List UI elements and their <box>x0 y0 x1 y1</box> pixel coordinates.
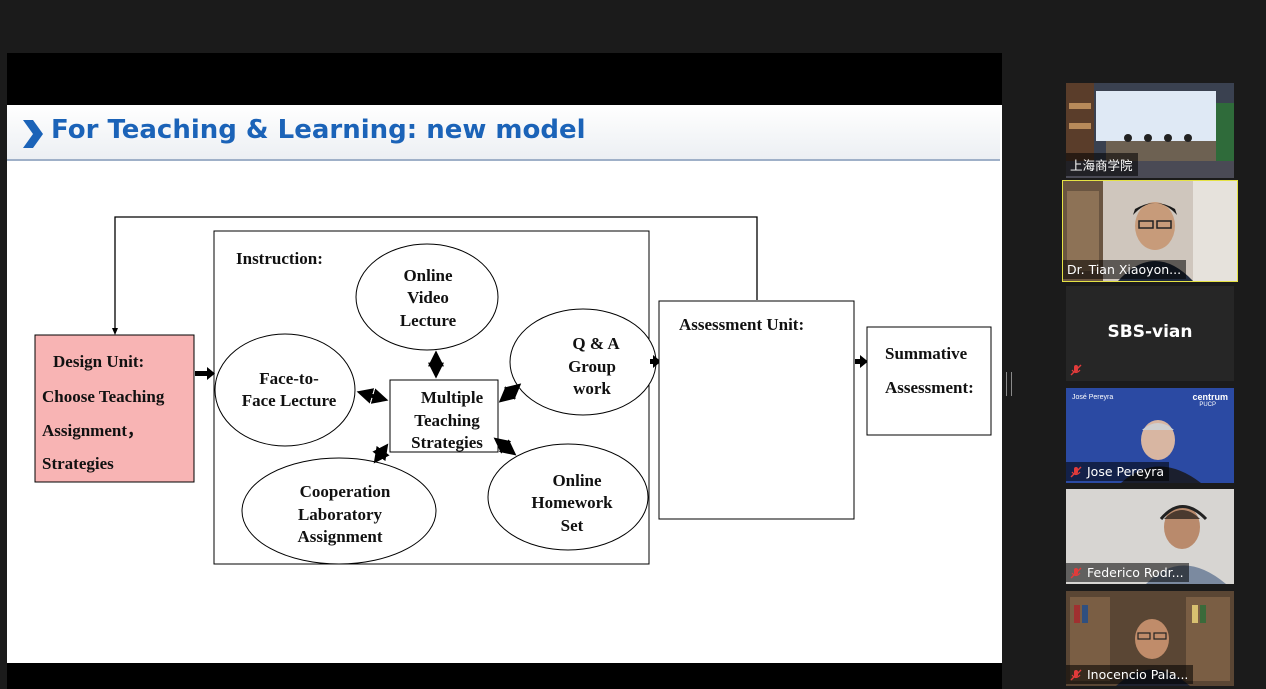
assessment-unit-box <box>658 300 855 520</box>
summative-line-1: Summative <box>885 344 968 363</box>
overlay-logo: centrum <box>1192 392 1228 402</box>
face-to-face-line-1: Face-to- <box>259 369 319 388</box>
panel-resize-handle[interactable] <box>1006 372 1012 396</box>
qa-line-1: Q & A <box>572 334 620 353</box>
participant-tile[interactable]: SBS-vian <box>1066 286 1234 381</box>
center-line-3: Strategies <box>411 433 483 452</box>
design-unit-heading: Design Unit: <box>53 352 144 371</box>
instruction-box <box>213 230 650 565</box>
online-video-line-1: Online <box>403 266 453 285</box>
participant-tile-active-speaker[interactable]: Dr. Tian Xiaoyon... <box>1062 180 1238 282</box>
design-unit-line-2: Assignment， <box>42 421 144 440</box>
face-to-face-line-2: Face Lecture <box>242 391 337 410</box>
cooperation-line-1: Cooperation <box>300 482 391 501</box>
strategy-arrows <box>356 350 522 464</box>
center-line-2: Teaching <box>414 411 480 430</box>
slide-title-bar: For Teaching & Learning: new model <box>7 105 1000 161</box>
online-video-line-3: Lecture <box>400 311 457 330</box>
arrow-assessment-to-summative <box>855 355 868 368</box>
participant-name-row: Jose Pereyra <box>1066 462 1170 481</box>
muted-microphone-icon <box>1070 669 1082 681</box>
center-line-1: Multiple <box>421 388 484 407</box>
assessment-unit-label: Assessment Unit: <box>679 315 804 334</box>
summative-line-2: Assessment: <box>885 378 974 397</box>
participant-tile[interactable]: José Pereyra centrum PUCP Jose Pereyra <box>1066 388 1234 483</box>
overlay-logo-sub: PUCP <box>1199 402 1216 408</box>
arrow-design-to-instruction <box>195 367 215 380</box>
face-to-face-lecture-node <box>214 333 356 447</box>
muted-microphone-icon <box>1070 466 1082 478</box>
homework-line-3: Set <box>561 516 584 535</box>
cooperation-line-3: Assignment <box>297 527 382 546</box>
participant-name: Dr. Tian Xiaoyon... <box>1063 260 1187 279</box>
presentation-slide: For Teaching & Learning: new model Desig… <box>7 105 1002 663</box>
summative-assessment-box <box>866 326 992 436</box>
cooperation-laboratory-node <box>241 457 437 565</box>
design-unit-line-1: Choose Teaching <box>42 387 165 406</box>
online-video-lecture-node <box>355 243 499 351</box>
slide-title: For Teaching & Learning: new model <box>51 115 586 145</box>
online-video-line-2: Video <box>407 288 449 307</box>
feedback-loop-arrow <box>112 216 758 335</box>
cooperation-line-2: Laboratory <box>298 505 383 524</box>
participant-display-name: SBS-vian <box>1107 322 1193 342</box>
multiple-teaching-strategies-box <box>389 379 499 453</box>
participant-name: Federico Rodr... <box>1087 565 1184 580</box>
mute-status <box>1066 360 1092 379</box>
participant-tile[interactable]: Inocencio Pala... <box>1066 591 1234 686</box>
design-unit-line-3: Strategies <box>42 454 114 473</box>
overlay-caption: José Pereyra <box>1072 394 1114 401</box>
participant-name: Inocencio Pala... <box>1087 667 1189 682</box>
participant-name: 上海商学院 <box>1066 153 1138 176</box>
homework-line-2: Homework <box>531 493 613 512</box>
qa-line-2: Group <box>568 357 616 376</box>
qa-line-3: work <box>573 379 611 398</box>
homework-line-1: Online <box>552 471 602 490</box>
online-homework-node <box>487 443 649 551</box>
chevron-right-icon <box>23 120 43 148</box>
muted-microphone-icon <box>1070 364 1082 376</box>
design-unit-box <box>34 334 195 483</box>
participant-name-row: Federico Rodr... <box>1066 563 1189 582</box>
participant-name: Jose Pereyra <box>1087 464 1165 479</box>
participant-name-row: Inocencio Pala... <box>1066 665 1194 684</box>
arrow-instruction-to-assessment <box>650 355 661 368</box>
teaching-model-diagram: Design Unit: Choose Teaching Assignment，… <box>34 216 992 565</box>
muted-microphone-icon <box>1070 567 1082 579</box>
participant-tile[interactable]: 上海商学院 <box>1066 83 1234 178</box>
instruction-label: Instruction: <box>236 249 323 268</box>
participant-tile[interactable]: Federico Rodr... <box>1066 489 1234 584</box>
